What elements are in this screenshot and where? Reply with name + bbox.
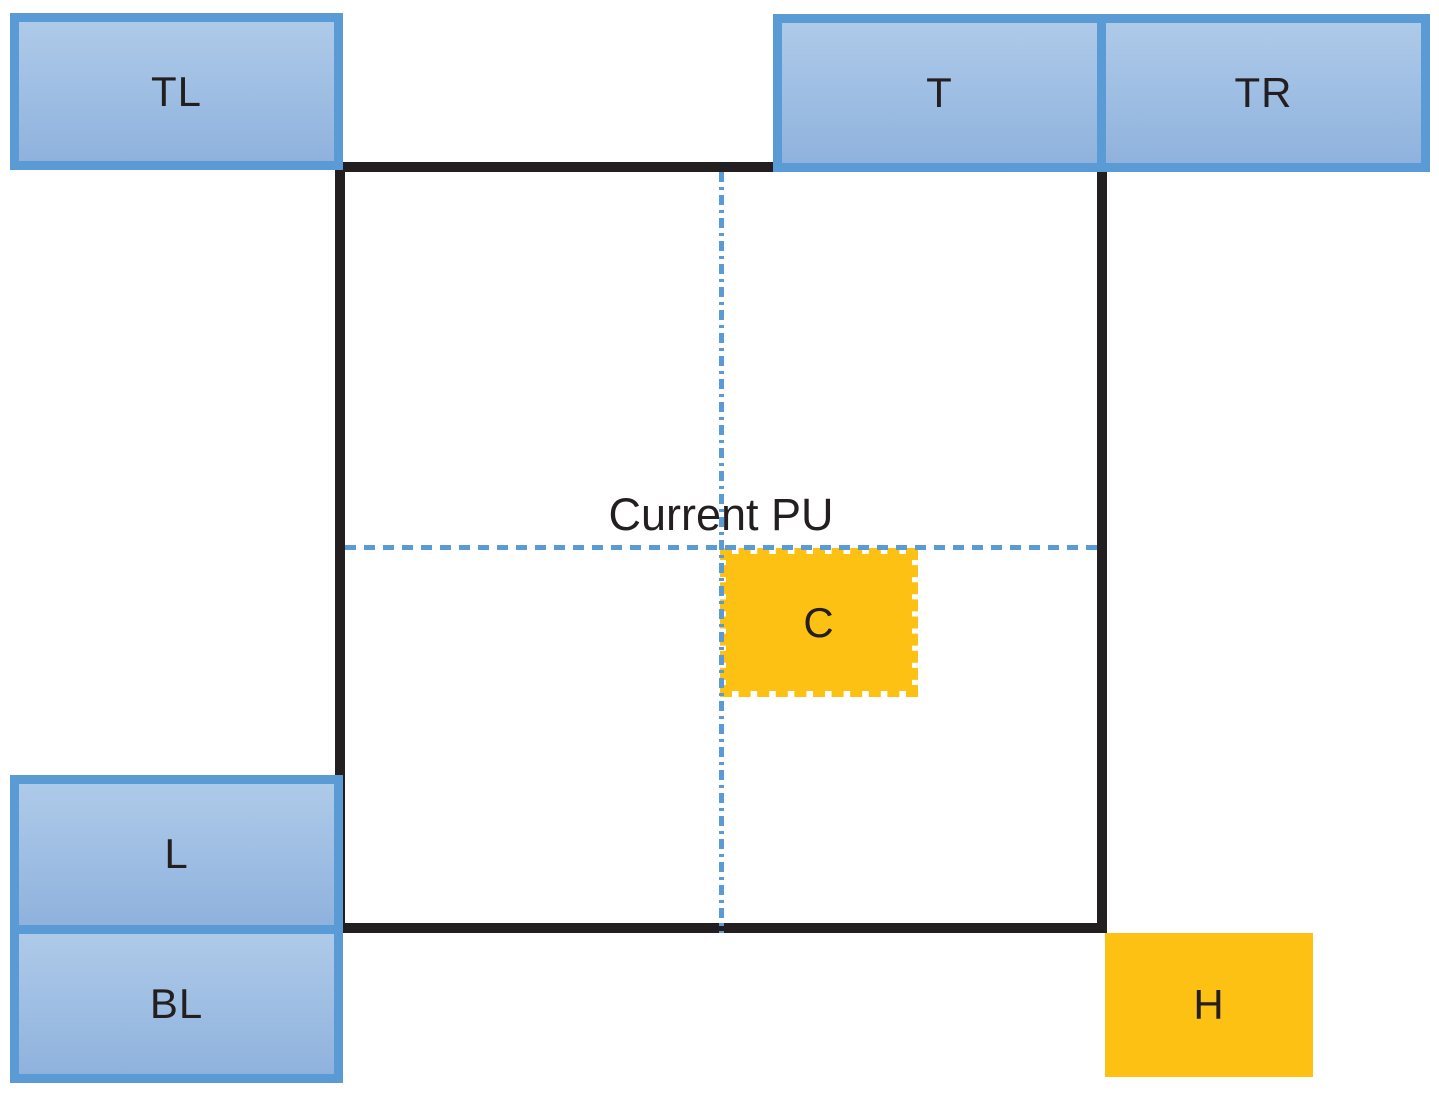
- block-group-top: T TR: [773, 14, 1430, 172]
- block-center-collocated: C: [720, 548, 918, 697]
- block-top-right-label: TR: [1234, 69, 1293, 116]
- block-left-label: L: [164, 830, 189, 878]
- block-top-left: TL: [10, 13, 343, 170]
- block-bottom-right-temporal: H: [1105, 933, 1313, 1077]
- block-top-label: T: [926, 69, 953, 116]
- block-center-collocated-label: C: [803, 598, 835, 646]
- block-top-left-label: TL: [150, 67, 202, 115]
- block-top-left-fill: TL: [19, 22, 334, 161]
- block-top-right: TR: [1106, 23, 1421, 163]
- block-left: L: [19, 784, 334, 925]
- block-group-left: L BL: [10, 775, 343, 1083]
- block-bottom-left: BL: [19, 933, 334, 1074]
- block-bottom-right-temporal-label: H: [1193, 981, 1225, 1028]
- current-pu-label: Current PU: [608, 489, 834, 540]
- block-top: T: [782, 23, 1097, 163]
- horizontal-center-guide-line: [345, 545, 1100, 550]
- block-bottom-left-label: BL: [149, 979, 204, 1027]
- vertical-center-guide-line: [719, 172, 724, 933]
